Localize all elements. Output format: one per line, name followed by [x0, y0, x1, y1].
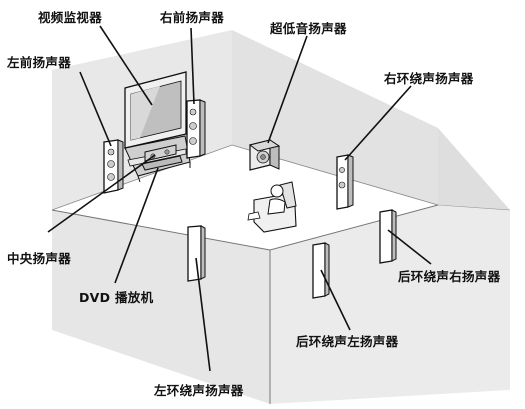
leader-video-monitor: [99, 25, 153, 106]
label-video-monitor: 视频监视器: [38, 10, 103, 25]
label-dvd-player: DVD 播放机: [79, 290, 154, 305]
label-subwoofer: 超低音扬声器: [270, 21, 347, 36]
surround-back-right-speaker: [379, 209, 397, 264]
label-surround-right: 右环绕声扬声器: [384, 71, 474, 86]
listener-in-armchair: [247, 181, 297, 233]
leader-front-right: [190, 27, 195, 105]
leader-surround-left: [195, 257, 211, 372]
leader-surround-back-right: [387, 229, 432, 265]
label-surround-back-left: 后环绕声左扬声器: [296, 334, 399, 349]
leader-surround-back-left: [320, 269, 351, 331]
surround-left-speaker: [187, 225, 206, 282]
leader-dvd: [114, 167, 159, 284]
label-surround-left: 左环绕声扬声器: [154, 383, 244, 398]
floor-right-edge: [269, 204, 439, 251]
subwoofer: [248, 139, 281, 171]
video-monitor: [124, 71, 187, 149]
floor-front-edge: [51, 209, 271, 251]
front-right-speaker: [186, 99, 206, 159]
dvd-player: [141, 155, 183, 171]
label-surround-back-right: 后环绕声右扬声器: [398, 269, 501, 284]
right-foreground-wall: [270, 205, 510, 404]
room-floor: [52, 145, 438, 250]
surround-back-left-speaker: [312, 242, 330, 299]
label-center: 中央扬声器: [7, 251, 72, 266]
front-left-speaker: [103, 139, 124, 194]
right-wall-edge: [437, 204, 511, 211]
leader-center: [47, 154, 156, 233]
leader-surround-right: [344, 85, 412, 161]
label-front-left: 左前扬声器: [7, 55, 72, 70]
leader-front-left: [79, 71, 112, 147]
label-front-right: 右前扬声器: [160, 10, 225, 25]
leader-subwoofer: [267, 35, 308, 144]
surround-right-speaker: [336, 154, 354, 210]
back-right-wall: [232, 30, 438, 205]
leader-lines: [47, 25, 432, 372]
left-foreground-wall: [52, 210, 270, 404]
